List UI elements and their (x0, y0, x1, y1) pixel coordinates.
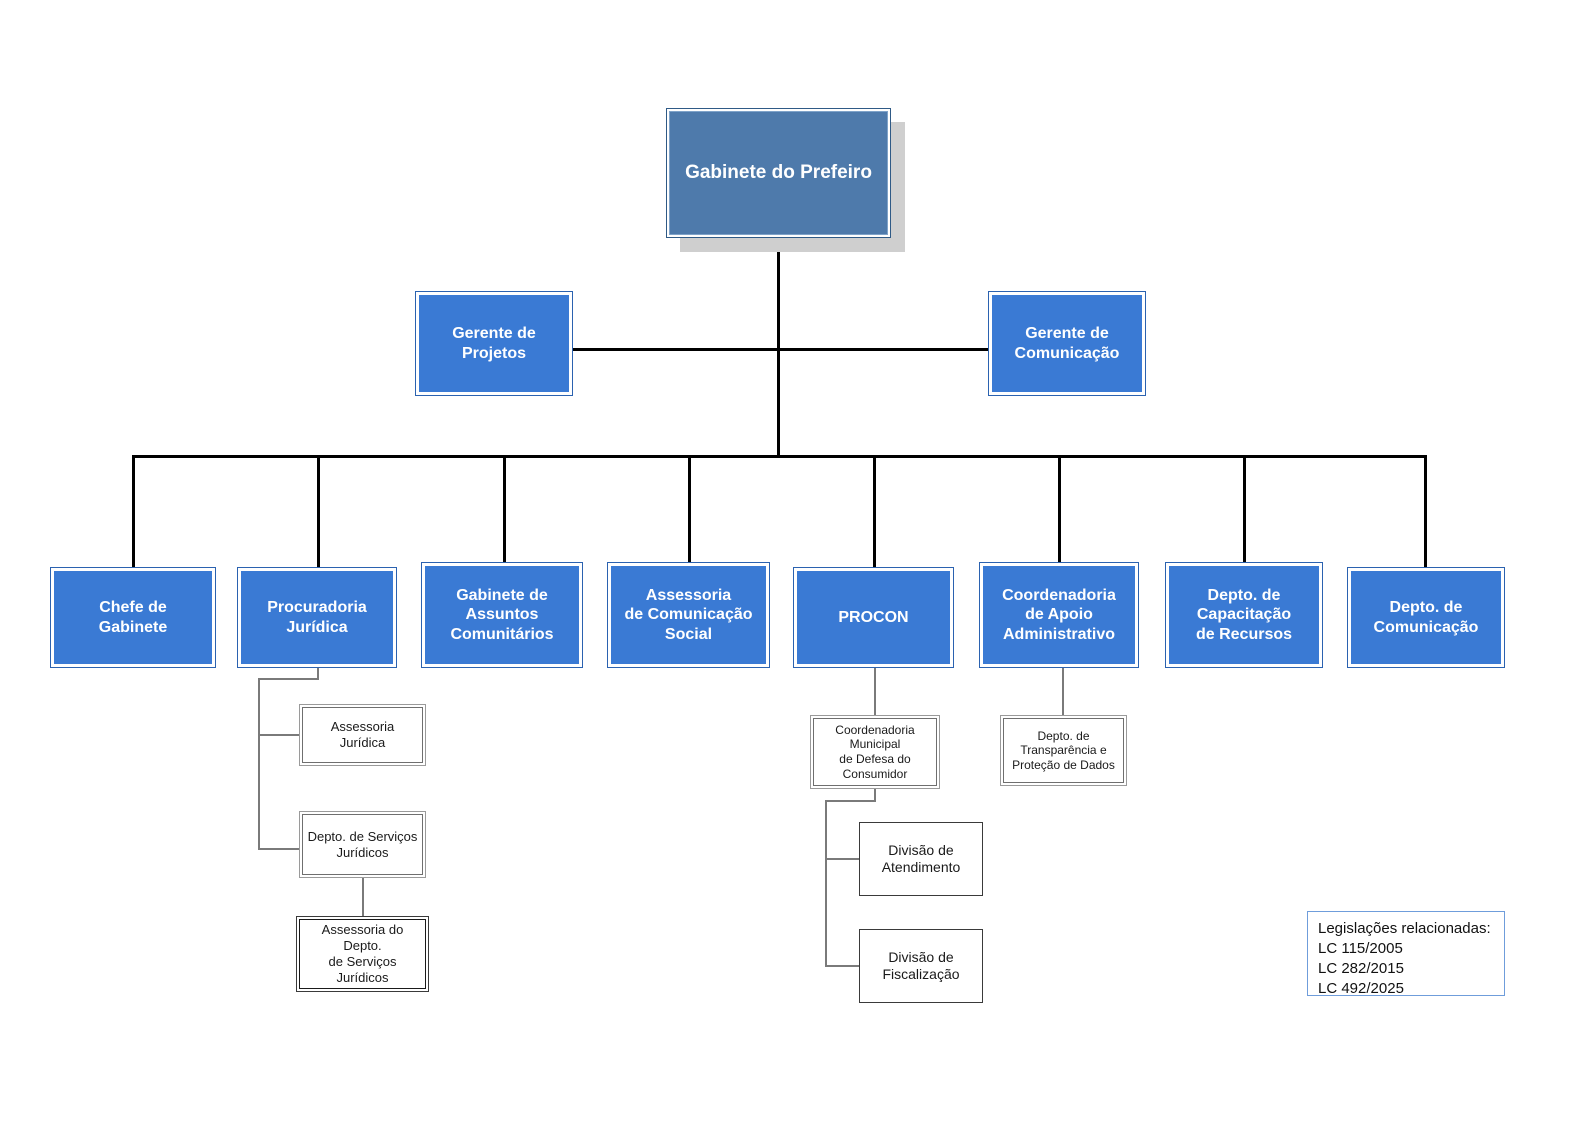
connector-department-bus (132, 455, 1426, 458)
connector-drop-depto-capacitacao-recursos (1243, 455, 1246, 567)
legend-item: LC 492/2025 (1318, 979, 1404, 997)
node-label: Gabinete do Prefeiro (685, 162, 872, 184)
connector-depto-servicos-to-assessoria (362, 878, 364, 916)
connector-cmdc-elbow-top (825, 800, 876, 802)
node-label: Gerente de Projetos (452, 324, 536, 362)
connector-root-trunk (777, 238, 780, 455)
node-procuradoria-juridica[interactable]: Procuradoria Jurídica (237, 567, 397, 668)
node-label: Depto. de Serviços Jurídicos (307, 828, 418, 860)
connector-cmdc-branch-atendimento (825, 858, 860, 860)
node-label: Depto. de Comunicação (1373, 598, 1479, 636)
node-coordenadoria-municipal-de-defesa-do-consumidor[interactable]: Coordenadoria Municipal de Defesa do Con… (810, 715, 940, 789)
node-label: Depto. de Transparência e Proteção de Da… (1012, 728, 1115, 772)
node-label: Assessoria de Comunicação Social (624, 586, 753, 643)
node-assessoria-do-depto-de-servicos-juridicos[interactable]: Assessoria do Depto. de Serviços Jurídic… (296, 916, 429, 992)
connector-cmdc-spine (825, 800, 827, 966)
node-depto-de-capacitacao-de-recursos[interactable]: Depto. de Capacitação de Recursos (1165, 562, 1323, 668)
node-label: Gabinete de Assuntos Comunitários (450, 586, 554, 643)
node-label: Coordenadoria de Apoio Administrativo (1002, 586, 1116, 643)
connector-drop-chefe-de-gabinete (132, 455, 135, 567)
node-gabinete-do-prefeiro[interactable]: Gabinete do Prefeiro (666, 108, 891, 238)
node-assessoria-de-comunicacao-social[interactable]: Assessoria de Comunicação Social (607, 562, 770, 668)
node-label: Chefe de Gabinete (98, 598, 168, 636)
node-depto-de-servicos-juridicos[interactable]: Depto. de Serviços Jurídicos (299, 811, 426, 878)
connector-procuradoria-branch-assessoria (258, 734, 301, 736)
legend-box: Legislações relacionadas: LC 115/2005 LC… (1307, 911, 1505, 997)
connector-procon-stub (874, 668, 876, 715)
legend-item: LC 282/2015 (1318, 959, 1404, 977)
connector-drop-assessoria-comunicacao-social (688, 455, 691, 567)
node-label: Divisão de Atendimento (881, 841, 961, 875)
connector-drop-depto-comunicacao (1424, 455, 1427, 567)
connector-managers-bar (573, 348, 989, 351)
connector-procuradoria-spine (258, 678, 260, 850)
node-divisao-de-atendimento[interactable]: Divisão de Atendimento (859, 822, 983, 896)
node-coordenadoria-de-apoio-administrativo[interactable]: Coordenadoria de Apoio Administrativo (979, 562, 1139, 668)
node-label: Coordenadoria Municipal de Defesa do Con… (835, 722, 915, 781)
connector-drop-procon (873, 455, 876, 567)
connector-cmdc-stub (874, 789, 876, 801)
node-gerente-de-comunicacao[interactable]: Gerente de Comunicação (988, 291, 1146, 396)
node-label: Assessoria do Depto. de Serviços Jurídic… (321, 922, 404, 985)
connector-drop-gabinete-assuntos-comunitarios (503, 455, 506, 567)
connector-procuradoria-branch-depto-servicos (258, 848, 301, 850)
connector-procuradoria-elbow-top (258, 678, 319, 680)
node-gabinete-de-assuntos-comunitarios[interactable]: Gabinete de Assuntos Comunitários (421, 562, 583, 668)
node-label: Divisão de Fiscalização (882, 948, 960, 982)
node-label: PROCON (838, 608, 909, 626)
node-gerente-de-projetos[interactable]: Gerente de Projetos (415, 291, 573, 396)
connector-drop-procuradoria-juridica (317, 455, 320, 567)
node-label: Procuradoria Jurídica (267, 598, 367, 636)
node-depto-de-comunicacao[interactable]: Depto. de Comunicação (1347, 567, 1505, 668)
connector-drop-coordenadoria-apoio-administrativo (1058, 455, 1061, 567)
node-label: Assessoria Jurídica (330, 719, 395, 750)
node-procon[interactable]: PROCON (793, 567, 954, 668)
connector-apoio-to-transparencia (1062, 668, 1064, 715)
node-label: Depto. de Capacitação de Recursos (1195, 586, 1293, 643)
node-assessoria-juridica[interactable]: Assessoria Jurídica (299, 704, 426, 766)
node-chefe-de-gabinete[interactable]: Chefe de Gabinete (50, 567, 216, 668)
node-label: Gerente de Comunicação (1014, 324, 1120, 362)
connector-cmdc-branch-fiscalizacao (825, 965, 860, 967)
node-depto-de-transparencia-e-protecao-de-dados[interactable]: Depto. de Transparência e Proteção de Da… (1000, 715, 1127, 786)
node-divisao-de-fiscalizacao[interactable]: Divisão de Fiscalização (859, 929, 983, 1003)
legend-title: Legislações relacionadas: (1318, 920, 1491, 937)
legend-item: LC 115/2005 (1318, 939, 1403, 957)
connector-procuradoria-stub (317, 668, 319, 679)
